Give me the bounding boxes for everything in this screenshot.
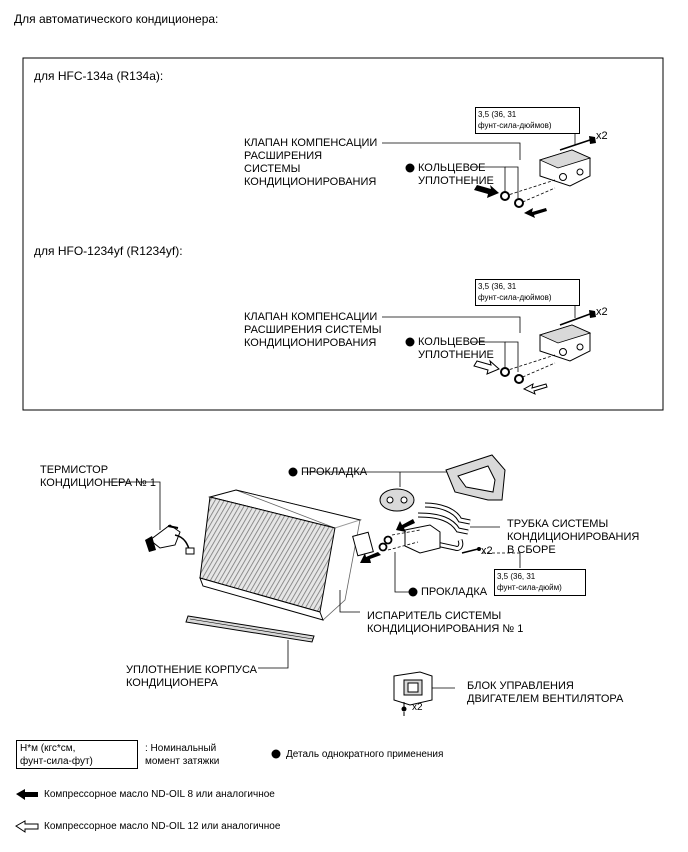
tube-label: КОНДИЦИОНИРОВАНИЯ — [507, 531, 640, 543]
valve-label-line: КОНДИЦИОНИРОВАНИЯ — [244, 176, 377, 188]
section-r134a-title: для HFC-134a (R134a): — [34, 69, 164, 83]
legend-non-reusable: Деталь однократного применения — [286, 749, 444, 760]
legend-unit-line: фунт-сила-фут) — [20, 756, 93, 767]
tube-label: ТРУБКА СИСТЕМЫ — [507, 518, 609, 530]
tube-label: В СБОРЕ — [507, 544, 556, 556]
main-exploded-view — [110, 454, 521, 716]
detail-frame — [22, 57, 664, 411]
evaporator-label: ИСПАРИТЕЛЬ СИСТЕМЫ — [367, 610, 502, 622]
housing-seal-label: КОНДИЦИОНЕРА — [126, 677, 218, 689]
valve-label-line: КЛАПАН КОМПЕНСАЦИИ — [244, 311, 378, 323]
non-reusable-dot-r1234yf — [405, 337, 415, 347]
torque-box-r1234yf: 3,5 (36, 31 фунт-сила-дюймов) — [475, 279, 580, 306]
qty-label: x2 — [596, 130, 608, 142]
oring-label-line: УПЛОТНЕНИЕ — [418, 175, 494, 187]
legend-graphics — [15, 749, 281, 833]
legend-nominal: : Номинальный — [145, 743, 217, 754]
non-reusable-dot-r134a — [405, 163, 415, 173]
legend-unit-box: Н*м (кгс*см, фунт-сила-фут) — [16, 740, 138, 769]
blower-control-label: БЛОК УПРАВЛЕНИЯ — [467, 680, 574, 692]
qty-label: x2 — [596, 306, 608, 318]
torque-unit: фунт-сила-дюймов) — [478, 121, 552, 130]
torque-value: 3,5 (36, 31 — [478, 110, 517, 119]
legend-oil8: Компрессорное масло ND-OIL 8 или аналоги… — [44, 789, 275, 800]
thermistor-label: КОНДИЦИОНЕРА № 1 — [40, 477, 156, 489]
torque-unit: фунт-сила-дюймов) — [478, 293, 552, 302]
torque-value: 3,5 (36, 31 — [497, 572, 536, 581]
valve-label-line: КОНДИЦИОНИРОВАНИЯ — [244, 337, 377, 349]
qty-label: x2 — [412, 702, 423, 713]
oring-label-line: КОЛЬЦЕВОЕ — [418, 336, 486, 348]
torque-box-main: 3,5 (36, 31 фунт-сила-дюйм) — [494, 569, 586, 596]
gasket-top-label: ПРОКЛАДКА — [301, 466, 368, 478]
thermistor-label: ТЕРМИСТОР — [40, 464, 109, 476]
legend-unit-line: Н*м (кгс*см, — [20, 743, 76, 754]
housing-seal-label: УПЛОТНЕНИЕ КОРПУСА — [126, 664, 258, 676]
non-reusable-dot-gasket-top — [288, 467, 298, 477]
section-r1234yf-title: для HFO-1234yf (R1234yf): — [34, 244, 183, 258]
evaporator-label: КОНДИЦИОНИРОВАНИЯ № 1 — [367, 623, 524, 635]
torque-unit: фунт-сила-дюйм) — [497, 583, 562, 592]
valve-r1234yf — [382, 305, 596, 395]
torque-value: 3,5 (36, 31 — [478, 282, 517, 291]
oring-label-line: КОЛЬЦЕВОЕ — [418, 162, 486, 174]
gasket-bottom-label: ПРОКЛАДКА — [421, 586, 488, 598]
page-title: Для автоматического кондиционера: — [14, 12, 219, 26]
torque-box-r134a: 3,5 (36, 31 фунт-сила-дюймов) — [475, 107, 580, 134]
non-reusable-dot-gasket-bottom — [408, 587, 418, 597]
qty-label: x2 — [481, 545, 493, 557]
legend-nominal: момент затяжки — [145, 756, 220, 767]
oring-label-line: УПЛОТНЕНИЕ — [418, 349, 494, 361]
valve-label-line: РАСШИРЕНИЯ СИСТЕМЫ — [244, 324, 382, 336]
blower-control-label: ДВИГАТЕЛЕМ ВЕНТИЛЯТОРА — [467, 693, 624, 705]
legend-oil12: Компрессорное масло ND-OIL 12 или аналог… — [44, 821, 281, 832]
valve-label-line: РАСШИРЕНИЯ — [244, 150, 323, 162]
valve-label-line: СИСТЕМЫ — [244, 163, 301, 175]
valve-r134a — [382, 133, 596, 218]
valve-label-line: КЛАПАН КОМПЕНСАЦИИ — [244, 137, 378, 149]
